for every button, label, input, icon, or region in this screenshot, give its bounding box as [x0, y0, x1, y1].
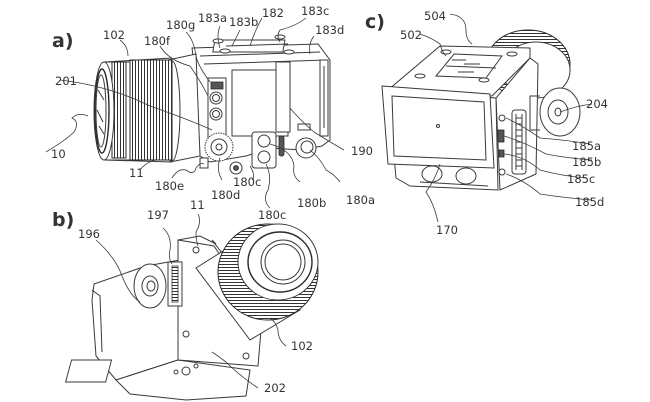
panel-c-callouts: 504 502 204 185a 185b 185c 185d 170: [400, 9, 608, 237]
panel-a-leaders: [45, 17, 345, 209]
callout-180c-lower: 180c: [258, 208, 286, 222]
callout-102: 102: [103, 28, 125, 42]
callout-185d: 185d: [575, 195, 604, 209]
callout-202: 202: [264, 381, 286, 395]
camera-b-drawing: [65, 223, 319, 401]
panel-b-leaders: [95, 213, 287, 389]
panel-a: a): [45, 4, 375, 222]
callout-182: 182: [262, 6, 284, 20]
callout-102: 102: [291, 339, 313, 353]
callout-180c-upper: 180c: [233, 175, 261, 189]
callout-180b: 180b: [297, 196, 326, 210]
callout-183d: 183d: [315, 23, 344, 37]
panel-a-callouts: 102 180f 180g 183a 183b 182 183c 183d 20…: [51, 4, 375, 222]
callout-185a: 185a: [572, 139, 601, 153]
callout-180e: 180e: [155, 179, 184, 193]
callout-180g: 180g: [166, 18, 195, 32]
callout-183a: 183a: [198, 11, 227, 25]
callout-197: 197: [147, 208, 169, 222]
panel-c: c): [365, 9, 608, 237]
panel-a-label: a): [52, 30, 74, 52]
callout-180f: 180f: [144, 34, 171, 48]
callout-183c: 183c: [301, 4, 329, 18]
panel-b-label: b): [52, 209, 74, 231]
panel-c-label: c): [365, 11, 385, 33]
callout-170: 170: [436, 223, 458, 237]
callout-204: 204: [586, 97, 608, 111]
callout-185b: 185b: [572, 155, 601, 169]
callout-502: 502: [400, 28, 422, 42]
panel-b: b): [52, 198, 319, 401]
callout-11: 11: [190, 198, 205, 212]
callout-10: 10: [51, 147, 66, 161]
callout-11: 11: [129, 166, 144, 180]
callout-180d: 180d: [211, 188, 240, 202]
panel-c-leaders: [419, 13, 593, 223]
callout-180a: 180a: [346, 193, 375, 207]
callout-201: 201: [55, 74, 77, 88]
callout-504: 504: [424, 9, 446, 23]
panel-b-callouts: 197 11 196 102 202: [78, 198, 313, 395]
camera-c-drawing: [381, 29, 581, 191]
callout-196: 196: [78, 227, 100, 241]
camera-a-drawing: [93, 34, 331, 175]
callout-185c: 185c: [567, 172, 595, 186]
callout-190: 190: [351, 144, 373, 158]
callout-183b: 183b: [229, 15, 258, 29]
